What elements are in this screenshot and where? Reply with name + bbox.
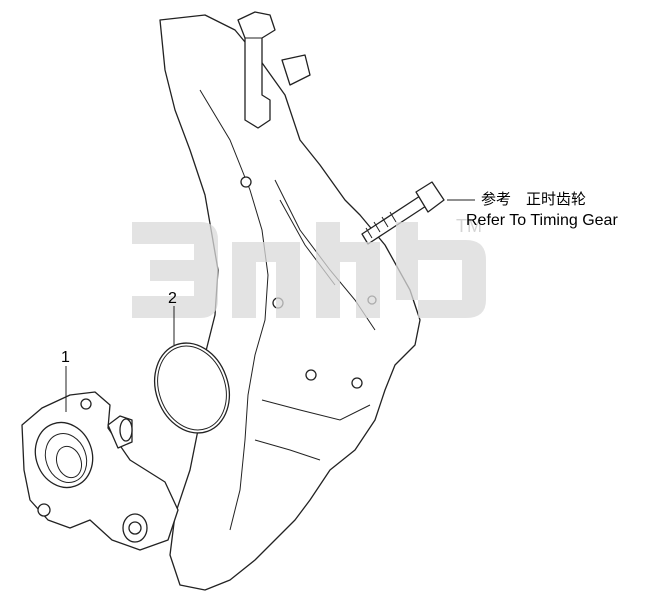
gasket [154, 342, 230, 434]
leader-lines [65, 199, 475, 412]
watermark-trademark: TM [456, 216, 482, 236]
reference-english: Refer To Timing Gear [466, 212, 618, 229]
bolt [361, 181, 445, 245]
watermark-logo: TM [132, 216, 486, 318]
callout-1: 1 [61, 349, 70, 366]
reference-chinese: 参考 正时齿轮 [481, 190, 586, 208]
callout-2: 2 [168, 290, 177, 307]
housing [21, 391, 179, 551]
